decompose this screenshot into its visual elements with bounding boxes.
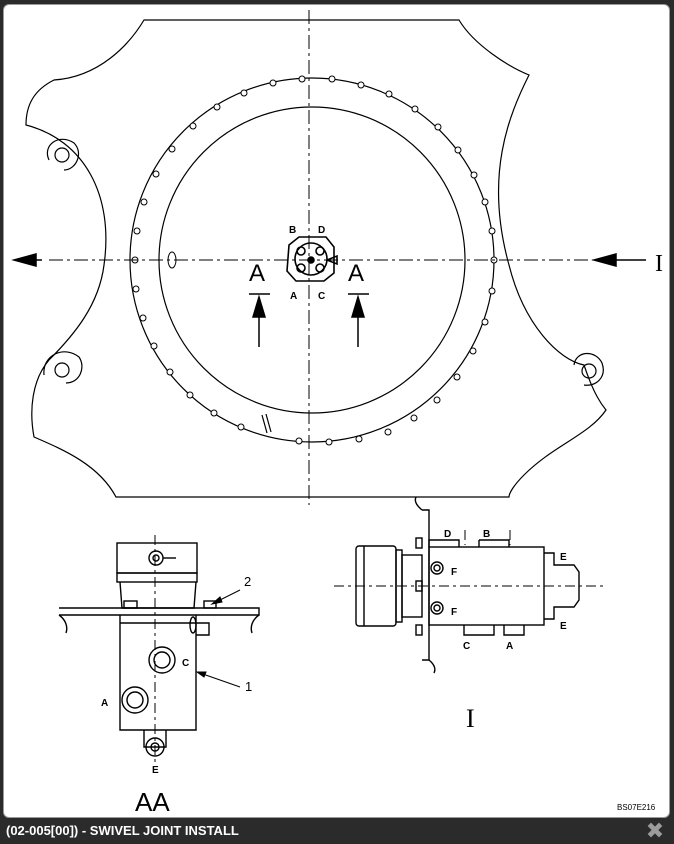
section-arrows: [249, 293, 369, 347]
callout-leaders: [195, 589, 241, 688]
swivel-joint-top: [286, 236, 338, 282]
close-icon[interactable]: ✖: [645, 819, 665, 844]
top-view-centerlines: [49, 10, 594, 505]
drawing-code: BS07E216: [617, 803, 656, 812]
section-markers: A A: [249, 260, 364, 287]
callout-numbers: 2 1: [244, 574, 252, 694]
direction-arrows: [11, 253, 646, 267]
callout-2: 2: [244, 574, 251, 589]
figure-caption: (02-005[00]) - SWIVEL JOINT INSTALL: [6, 823, 239, 838]
section-aa-title: AA: [135, 787, 170, 817]
mounting-lugs: [43, 138, 604, 386]
index-mark: [167, 251, 177, 269]
view-marker-top: I: [655, 251, 663, 277]
port-e-aa: E: [152, 765, 159, 776]
port-b-top: B: [289, 225, 296, 236]
top-port-labels: B D A C: [289, 225, 325, 302]
port-d-top: D: [318, 225, 325, 236]
view-marker-side: I: [466, 704, 475, 733]
port-a-aa: A: [101, 698, 108, 709]
port-f-side-bottom: F: [451, 607, 457, 618]
port-f-side-top: F: [451, 567, 457, 578]
section-a-right: A: [348, 260, 364, 287]
port-e-side-bottom: E: [560, 621, 567, 632]
port-c-aa: C: [182, 658, 189, 669]
port-b-side: B: [483, 529, 490, 540]
port-a-top: A: [290, 291, 297, 302]
callout-1: 1: [245, 679, 252, 694]
swivel-joint-drawing: I B D A C A A: [11, 10, 663, 817]
side-view-centerline: [334, 530, 604, 587]
side-view-labels: D B E F F E C A: [444, 529, 567, 652]
port-c-side: C: [463, 641, 470, 652]
caption-bar: (02-005[00]) - SWIVEL JOINT INSTALL ✖: [0, 819, 674, 844]
bolt-holes: [131, 75, 498, 446]
port-d-side: D: [444, 529, 451, 540]
drawing-frame: I B D A C A A: [3, 4, 670, 818]
section-aa-view: [58, 542, 260, 757]
upper-frame-outline: [25, 19, 607, 498]
section-aa-labels: C A E: [101, 658, 189, 776]
section-a-left: A: [249, 260, 265, 287]
port-a-side: A: [506, 641, 513, 652]
port-e-side-top: E: [560, 552, 567, 563]
port-c-top: C: [318, 291, 325, 302]
